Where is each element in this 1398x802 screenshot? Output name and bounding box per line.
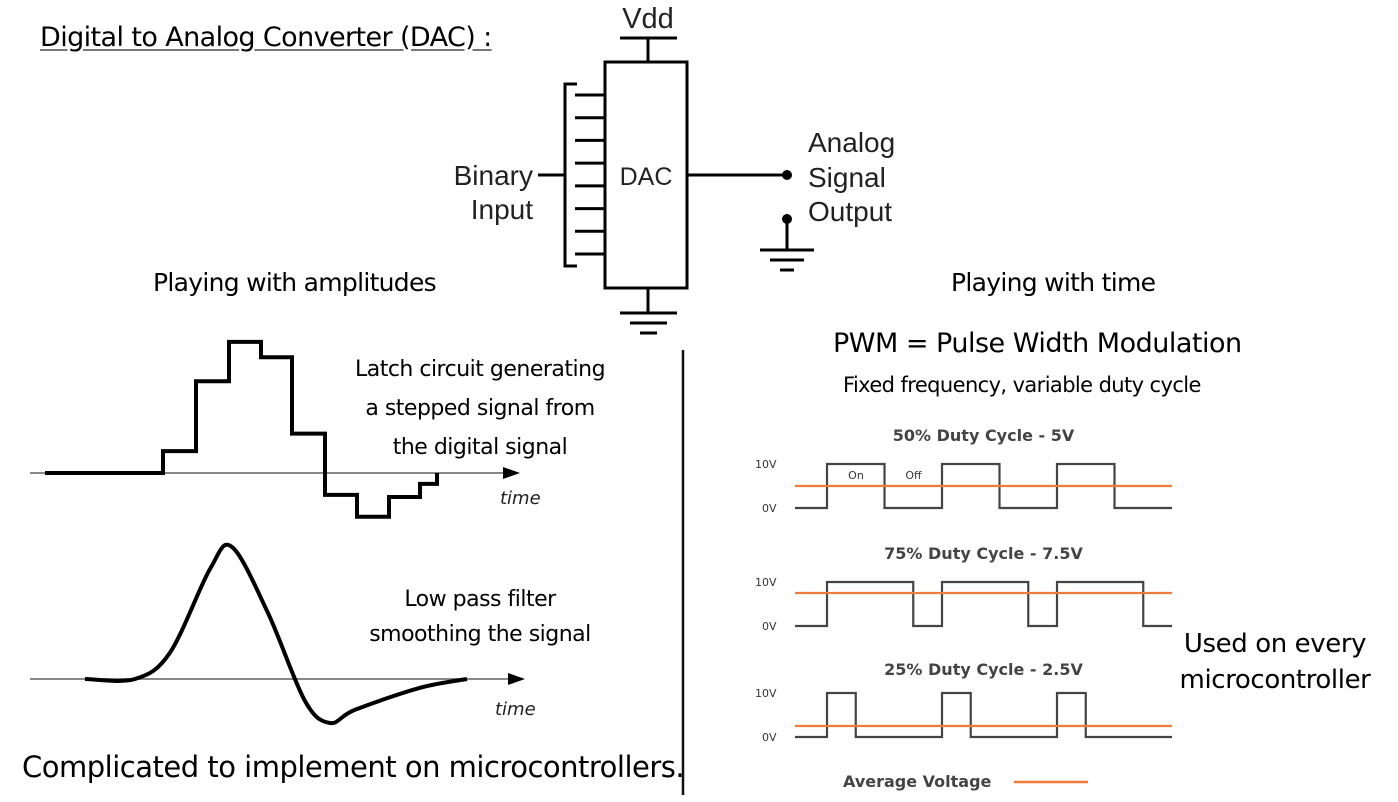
pwm-ytick-low: 0V [762, 620, 777, 633]
ground-terminal [782, 214, 792, 224]
pwm-ytick-high: 10V [755, 687, 777, 700]
pwm-ytick-high: 10V [755, 576, 777, 589]
input-bit-lines [575, 93, 605, 256]
latch-caption-line: Latch circuit generating [354, 357, 606, 382]
usage-note-line: microcontroller [1179, 665, 1371, 695]
pwm-ytick-low: 0V [762, 731, 777, 744]
smooth-axis-label: time [495, 699, 536, 720]
amplitudes-heading: Playing with amplitudes [153, 268, 437, 297]
pwm-charts: 50% Duty Cycle - 5V 10V 0V On Off 75% Duty Cy… [755, 426, 1172, 744]
off-annotation: Off [905, 469, 922, 482]
time-heading: Playing with time [951, 268, 1156, 297]
input-bracket [563, 82, 577, 268]
latch-caption-line: the digital signal [392, 435, 568, 460]
lowpass-caption: Low pass filter smoothing the signal [350, 582, 610, 652]
stepped-axis-arrow [503, 467, 520, 479]
usage-note: Used on every microcontroller [1175, 626, 1375, 698]
pwm-definition: PWM = Pulse Width Modulation [833, 328, 1242, 359]
dac-schematic [538, 36, 814, 335]
dac-block-label: DAC [620, 163, 673, 191]
legend-label: Average Voltage [843, 772, 992, 791]
on-annotation: On [848, 469, 864, 482]
output-terminal [782, 170, 792, 180]
smooth-axis-arrow [508, 673, 525, 685]
lowpass-caption-line: Low pass filter [404, 587, 556, 612]
pwm-chart-title: 50% Duty Cycle - 5V [893, 426, 1075, 445]
pwm-wave [795, 691, 1172, 739]
pwm-wave [795, 580, 1172, 628]
complexity-note: Complicated to implement on microcontrol… [22, 750, 685, 784]
smooth-signal-plot: time [30, 542, 536, 726]
smooth-signal-line [84, 542, 468, 726]
latch-caption: Latch circuit generating a stepped signa… [340, 350, 620, 467]
page-title: Digital to Analog Converter (DAC) : [40, 22, 492, 53]
stepped-signal-line [45, 339, 439, 519]
pwm-chart-title: 75% Duty Cycle - 7.5V [884, 544, 1083, 563]
analog-output-label-1: Analog [808, 127, 895, 158]
pwm-subtitle: Fixed frequency, variable duty cycle [843, 373, 1201, 397]
pwm-legend: Average Voltage [843, 772, 1088, 791]
pwm-ytick-low: 0V [762, 502, 777, 515]
pwm-chart-title: 25% Duty Cycle - 2.5V [884, 660, 1083, 679]
pwm-ytick-high: 10V [755, 458, 777, 471]
vdd-label: Vdd [622, 3, 674, 35]
binary-input-label-1: Binary [454, 160, 533, 191]
stepped-axis-label: time [500, 488, 541, 509]
latch-caption-line: a stepped signal from [365, 396, 595, 421]
pwm-chart: 75% Duty Cycle - 7.5V 10V 0V [755, 544, 1172, 633]
pwm-chart: 25% Duty Cycle - 2.5V 10V 0V [755, 660, 1172, 744]
lowpass-caption-line: smoothing the signal [369, 622, 591, 647]
binary-input-label-2: Input [471, 194, 533, 225]
analog-output-label-3: Output [808, 196, 892, 227]
usage-note-line: Used on every [1183, 629, 1367, 659]
analog-output-label-2: Signal [808, 162, 886, 193]
pwm-chart: 50% Duty Cycle - 5V 10V 0V On Off [755, 426, 1172, 515]
pwm-wave [795, 462, 1172, 510]
stepped-signal-plot: time [30, 339, 541, 519]
